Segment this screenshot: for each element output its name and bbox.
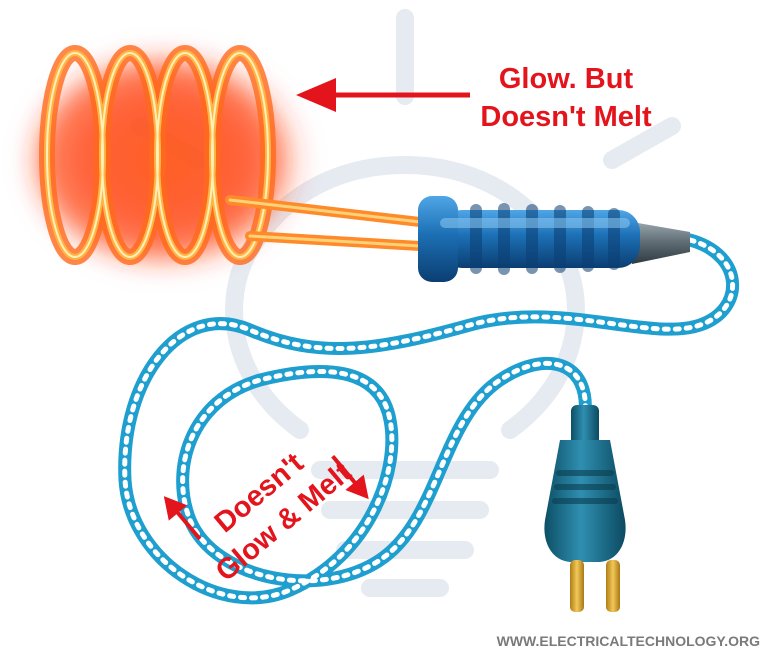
coil-label-line2: Doesn't Melt [480, 101, 652, 133]
heating-coil-icon [20, 45, 420, 275]
insulated-handle-icon [418, 196, 690, 282]
coil-label: Glow. But Doesn't Melt [480, 63, 652, 133]
watermark-text: WWW.ELECTRICALTECHNOLOGY.ORG [497, 633, 760, 649]
coil-label-line1: Glow. But [499, 63, 634, 95]
two-pin-plug-icon [544, 405, 625, 612]
coil-arrow-icon [296, 78, 470, 112]
